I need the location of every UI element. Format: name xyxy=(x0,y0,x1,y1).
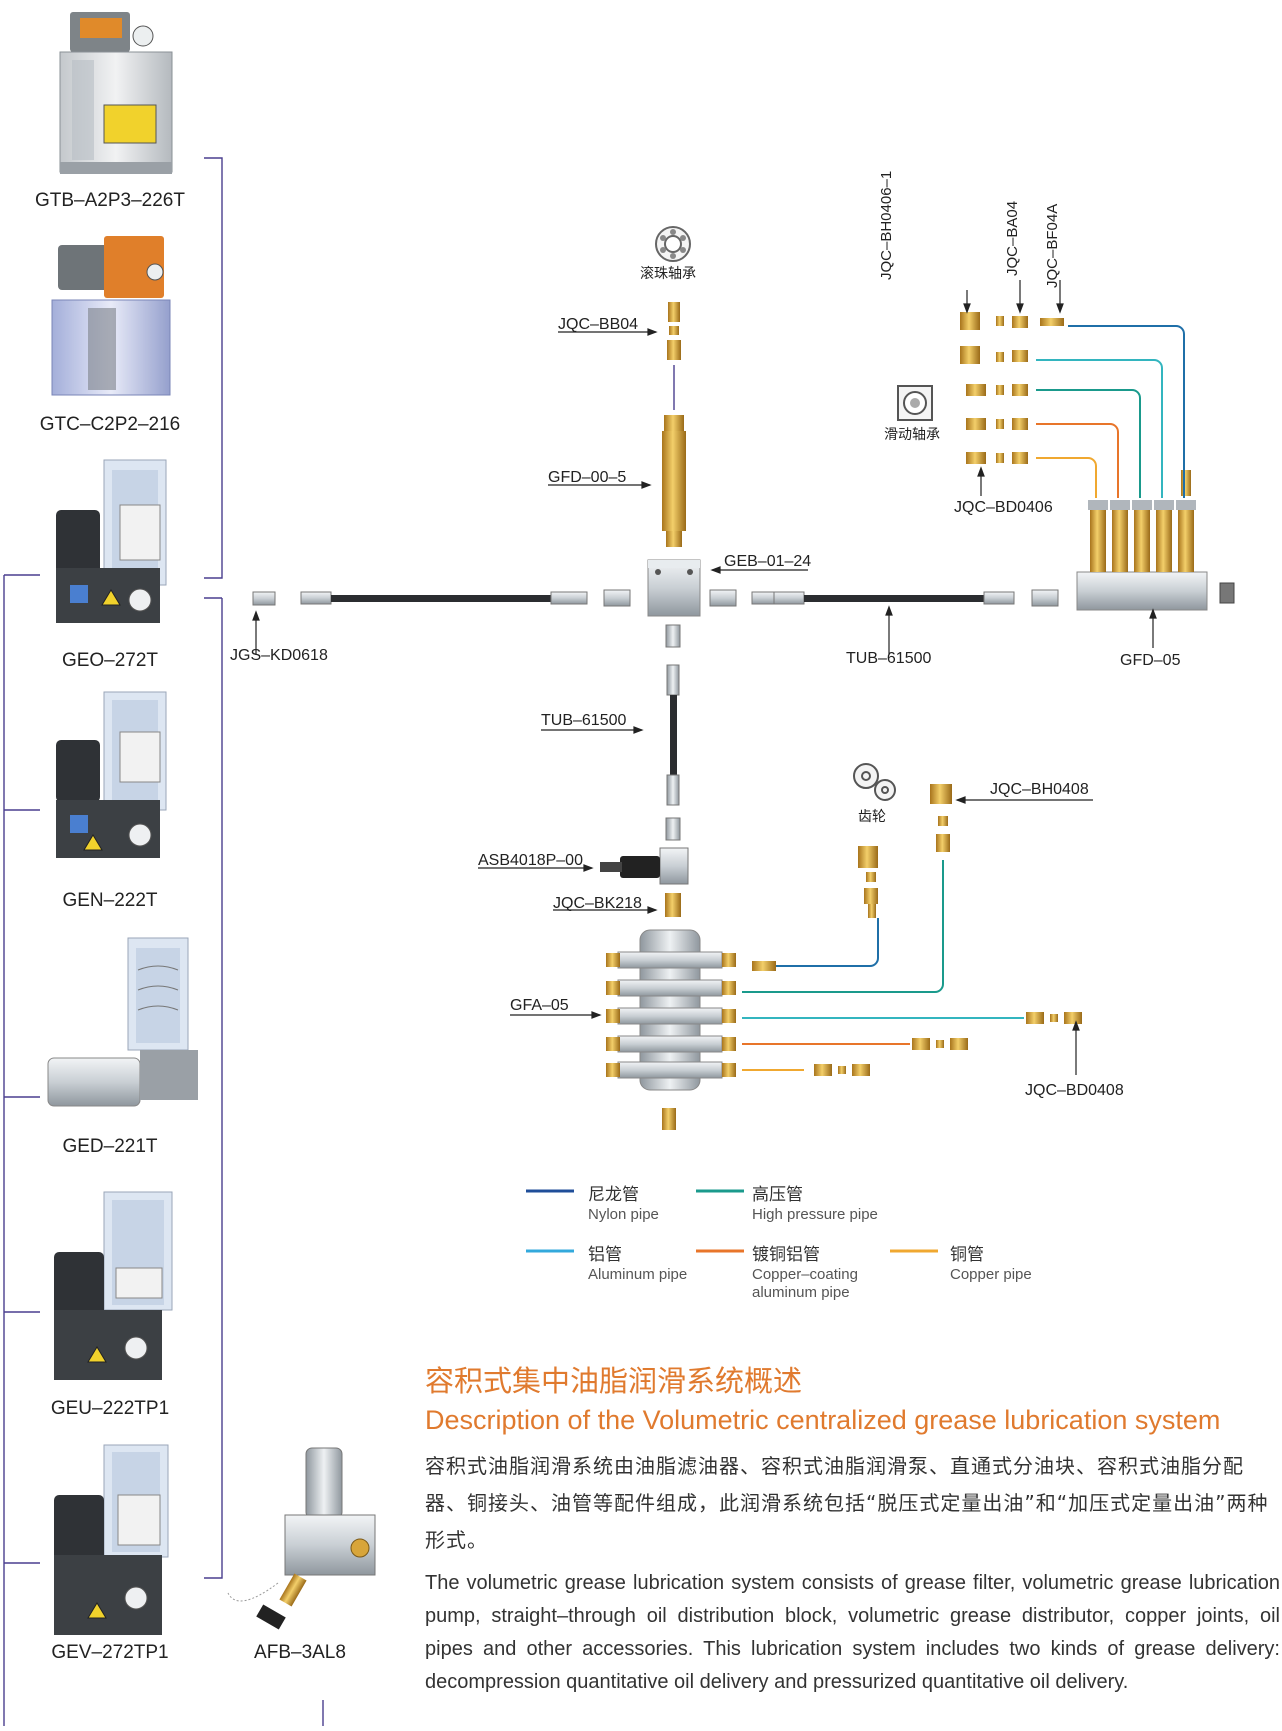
pump-label-gtc: GTC–C2P2–216 xyxy=(39,414,181,435)
label-gfa-05: GFA–05 xyxy=(510,997,569,1014)
label-jqc-bd0406: JQC–BD0406 xyxy=(954,499,1053,516)
label-tub-61500-v: TUB–61500 xyxy=(541,712,627,729)
label-arrows xyxy=(252,280,1157,1075)
pump-gtc-image xyxy=(51,236,171,396)
valve-asb4018p-00 xyxy=(600,847,689,885)
pump-label-gtb: GTB–A2P3–226T xyxy=(35,190,185,211)
pump-geo-image xyxy=(56,459,167,623)
ball-bearing-label: 滚珠轴承 xyxy=(640,266,696,282)
label-jqc-ba04: JQC–BA04 xyxy=(1004,200,1021,276)
main-hose-right xyxy=(709,589,1059,607)
description-paragraph-cn: 容积式油脂润滑系统由油脂滤油器、容积式油脂润滑泵、直通式分油块、容积式油脂分配器… xyxy=(425,1454,1269,1552)
filter-label-afb: AFB–3AL8 xyxy=(254,1642,346,1663)
pump-label-geo: GEO–272T xyxy=(61,650,159,671)
label-jqc-bh0406-1: JQC–BH0406–1 xyxy=(878,170,895,280)
legend-copper-en: Copper pipe xyxy=(950,1266,1032,1283)
legend-nylon-en: Nylon pipe xyxy=(588,1206,659,1223)
pump-ged-image xyxy=(47,937,198,1107)
fitting-jqc-bk218 xyxy=(665,893,681,917)
ball-bearing-icon xyxy=(655,226,691,262)
label-gfd-05: GFD–05 xyxy=(1120,652,1181,669)
legend-highpressure-en: High pressure pipe xyxy=(752,1206,878,1223)
label-jqc-bf04a: JQC–BF04A xyxy=(1044,203,1061,288)
upper-pipes xyxy=(1036,325,1185,498)
pump-label-geu: GEU–222TP1 xyxy=(50,1398,170,1419)
label-jqc-bb04: JQC–BB04 xyxy=(558,316,639,333)
legend-aluminum-cn: 铝管 xyxy=(588,1245,622,1265)
description-paragraph-en: The volumetric grease lubrication system… xyxy=(425,1572,1280,1693)
legend-copper-coating-cn: 镀铜铝管 xyxy=(752,1245,820,1265)
pump-label-ged: GED–221T xyxy=(62,1136,158,1157)
legend-nylon-cn: 尼龙管 xyxy=(588,1185,639,1205)
sliding-bearing-icon xyxy=(897,385,933,421)
valve-gfd-00-5 xyxy=(662,415,686,547)
pump-gev-image xyxy=(54,1444,169,1635)
pump-label-gen: GEN–222T xyxy=(62,890,158,911)
label-jgs-kd0618: JGS–KD0618 xyxy=(230,647,328,664)
filter-afb-image xyxy=(227,1447,376,1630)
label-jqc-bd0408: JQC–BD0408 xyxy=(1025,1082,1124,1099)
pump-label-gev: GEV–272TP1 xyxy=(51,1642,169,1663)
legend-swatches xyxy=(526,1189,938,1253)
sliding-bearing-label: 滑动轴承 xyxy=(884,427,940,443)
legend-copper-coating-en-1: Copper–coating xyxy=(752,1266,858,1283)
description-title-en: Description of the Volumetric centralize… xyxy=(425,1405,1221,1435)
label-asb4018p-00: ASB4018P–00 xyxy=(478,852,583,869)
label-jqc-bk218: JQC–BK218 xyxy=(553,895,642,912)
fitting-jqc-bb04 xyxy=(667,302,681,360)
legend-highpressure-cn: 高压管 xyxy=(752,1185,803,1205)
legend-copper-coating-en-2: aluminum pipe xyxy=(752,1284,850,1301)
pump-bracket-lines xyxy=(3,157,324,1726)
lower-fittings xyxy=(752,784,1082,1076)
label-gfd-00-5: GFD–00–5 xyxy=(548,469,627,486)
label-geb-01-24: GEB–01–24 xyxy=(724,553,812,570)
legend-aluminum-en: Aluminum pipe xyxy=(588,1266,688,1283)
legend-copper-cn: 铜管 xyxy=(950,1245,984,1265)
main-hose-left xyxy=(252,589,631,607)
pump-gen-image xyxy=(56,691,167,858)
pump-geu-image xyxy=(54,1191,173,1380)
distributor-gfa-05 xyxy=(606,929,736,1130)
label-tub-61500-h: TUB–61500 xyxy=(846,650,932,667)
manifold-gfd-05 xyxy=(1076,470,1235,611)
gear-icon xyxy=(853,763,896,801)
main-hose-vertical xyxy=(665,624,681,841)
distribution-block-geb xyxy=(647,559,701,617)
label-jqc-bh0408: JQC–BH0408 xyxy=(990,781,1089,798)
upper-fitting-rows xyxy=(960,312,1064,464)
lower-pipes xyxy=(742,860,1024,1071)
description-title-cn: 容积式集中油脂润滑系统概述 xyxy=(425,1364,803,1398)
gear-label: 齿轮 xyxy=(858,809,886,825)
pump-gtb-image xyxy=(59,12,173,174)
